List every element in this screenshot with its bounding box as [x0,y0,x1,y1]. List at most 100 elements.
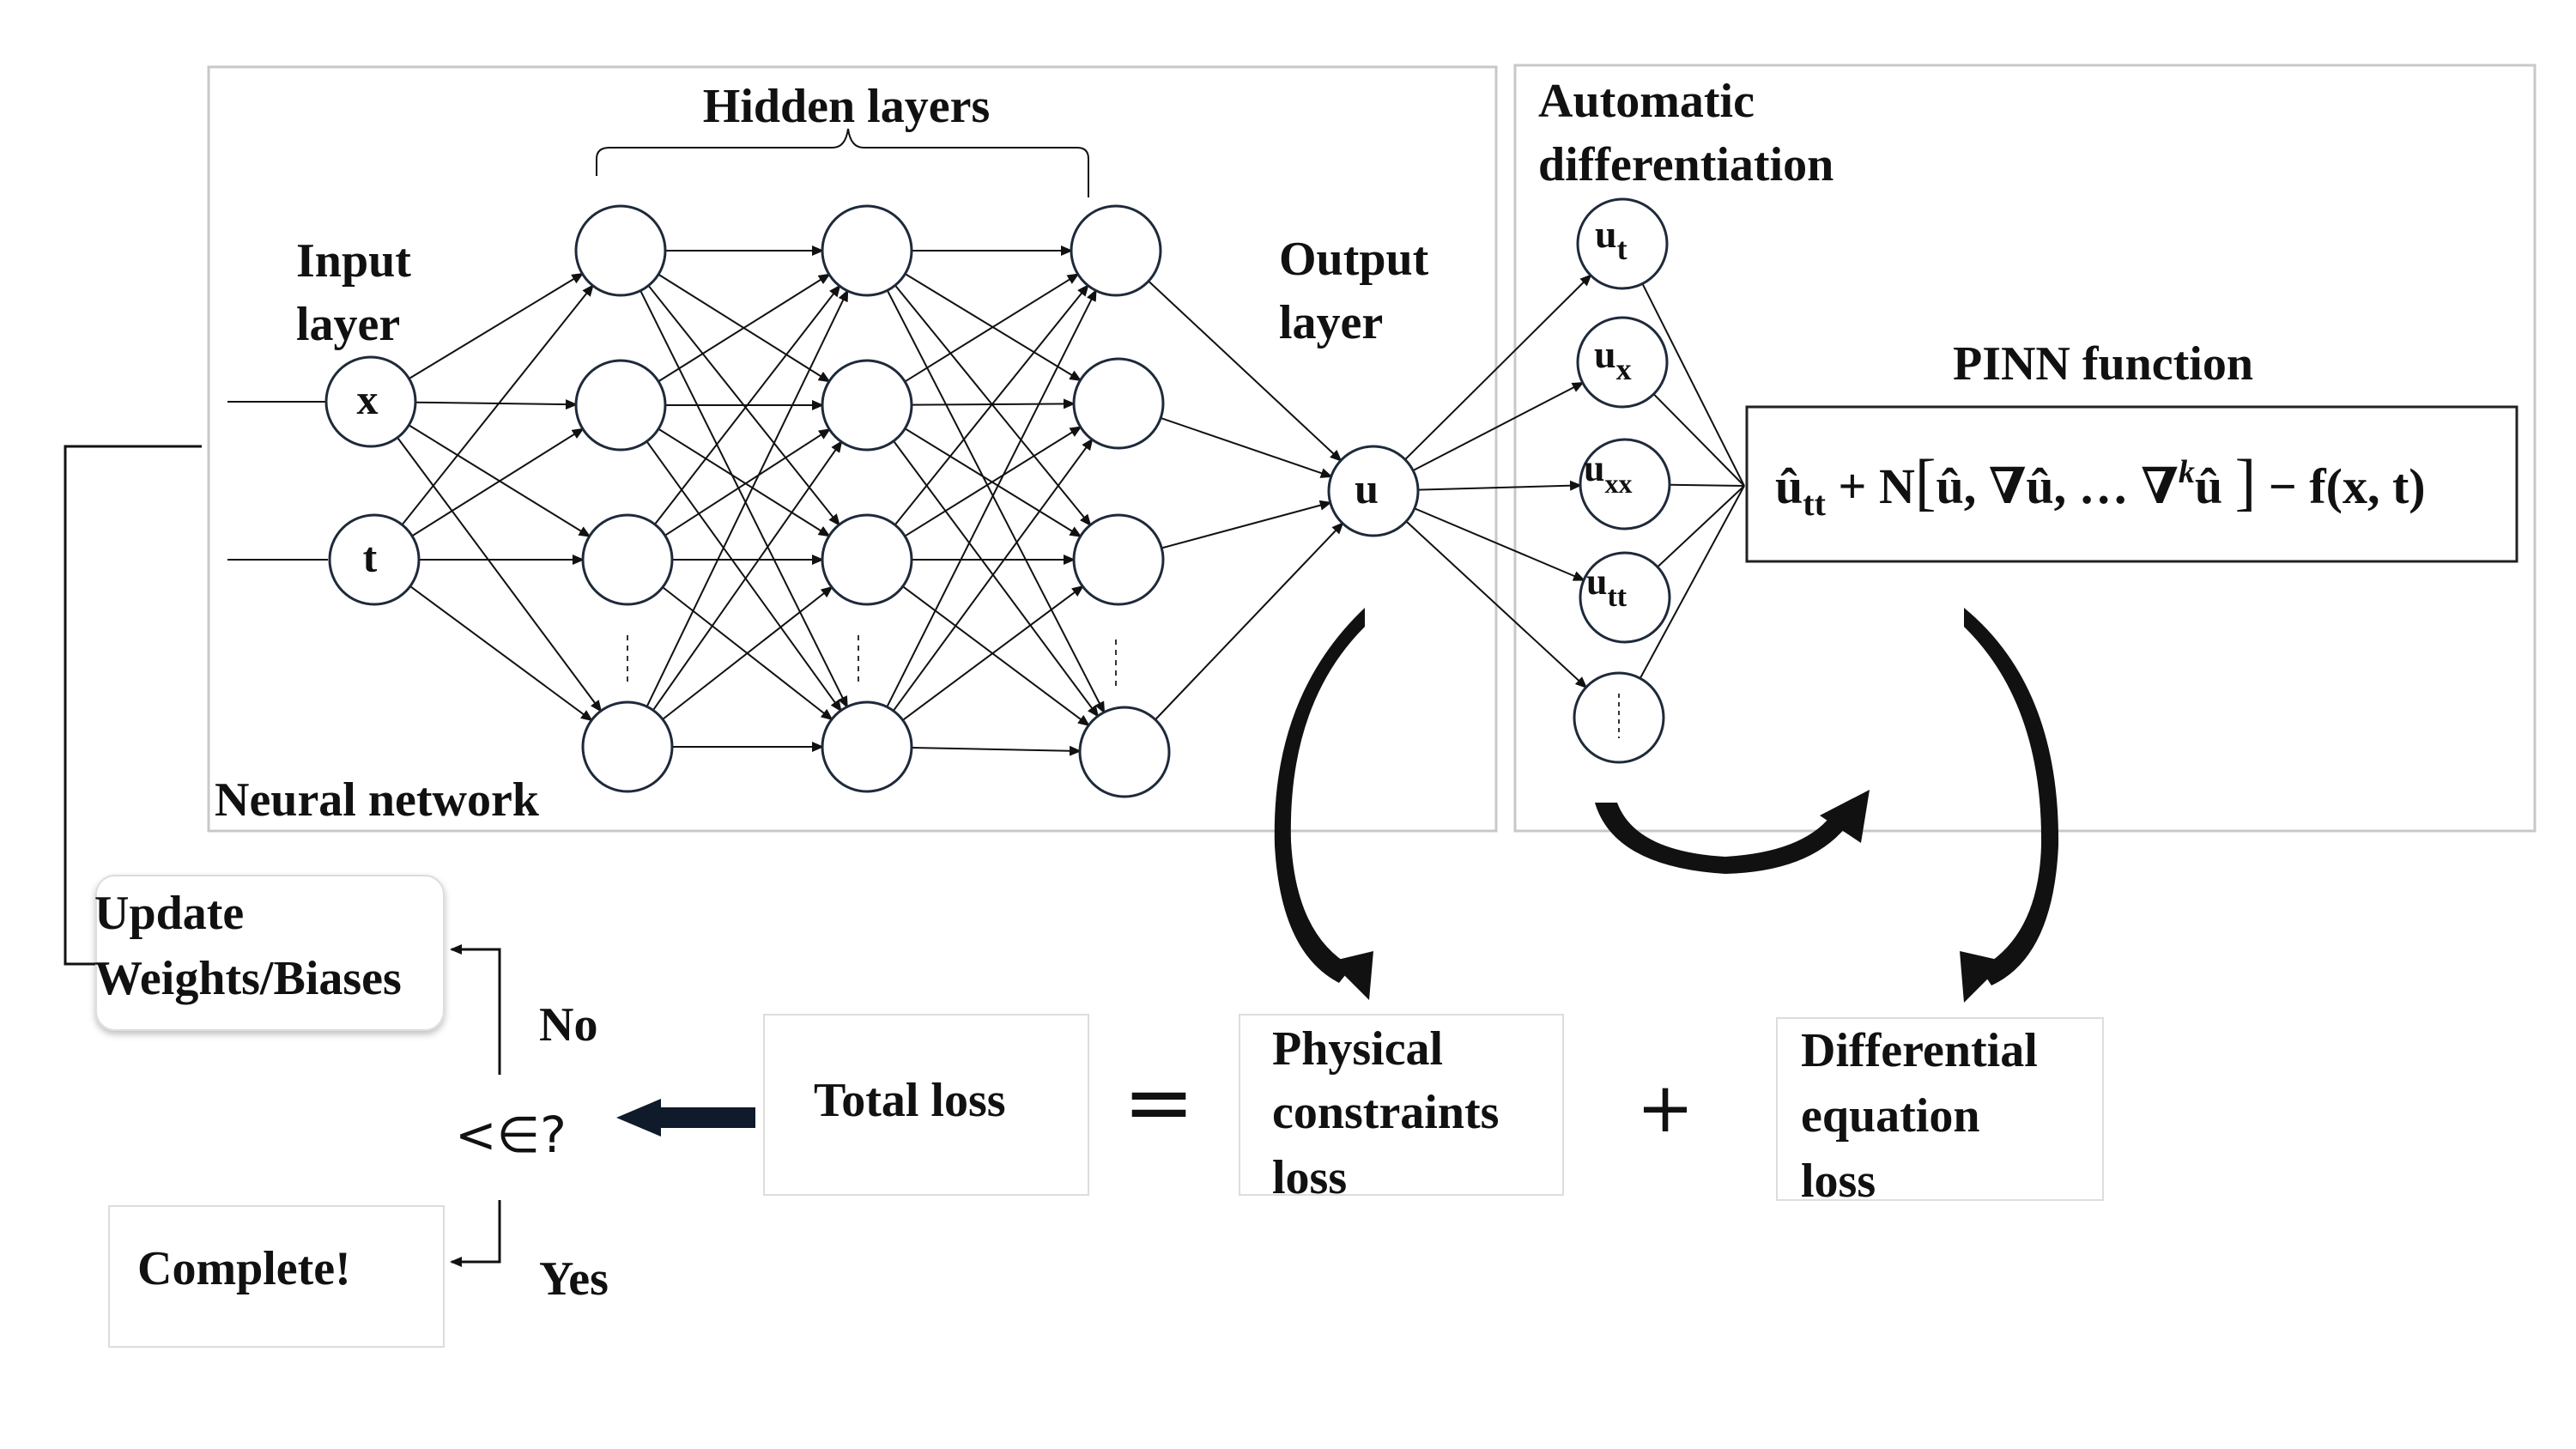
hidden-layers-label: Hidden layers [703,80,990,133]
condition-label: <∈? [455,1106,567,1164]
hidden-layers-brace [596,128,1089,197]
edge-derivative-2-to-pinn [1669,483,1745,487]
deriv-label-uxx: uxx [1584,447,1632,499]
pinn-function-label: PINN function [1953,337,2253,391]
total-loss-arrow [616,1099,755,1137]
pinn-function-box [1745,405,2518,563]
edge-hidden2-1-to-hidden3-0 [904,273,1080,383]
hidden2-node-0 [821,204,913,297]
edge-hidden2-2-to-hidden3-0 [894,283,1089,526]
edge-hidden1-3-to-hidden2-1 [652,440,843,711]
input-x-label: x [357,375,379,423]
edge-input-1-to-hidden1-0 [401,284,594,525]
derivative-node-4 [1573,671,1665,764]
physical-loss-label-1: Physical [1272,1022,1443,1076]
hidden3-node-2 [1072,513,1165,606]
edge-input-0-to-hidden1-3 [397,437,603,712]
physical-loss-box [1239,1014,1564,1196]
update-label-1: Update [94,887,244,940]
no-branch-line [450,944,501,1075]
neural-network-label: Neural network [215,773,540,827]
derivative-node-2 [1579,438,1671,530]
complete-label: Complete! [137,1242,351,1295]
input-t-label: t [363,533,378,581]
no-label: No [539,998,597,1052]
input-node-1 [328,513,421,606]
svg-text:ux: ux [1594,332,1632,386]
edge-hidden3-1-to-output-0 [1160,416,1333,478]
edge-hidden1-0-to-hidden2-3 [639,290,848,709]
hidden2-node-3 [821,700,913,793]
de-loss-label-1: Differential [1801,1024,2038,1077]
pinn-expression: ûtt + N[û, ∇û, … ∇kû ] − f(x, t) [1775,447,2426,523]
edge-hidden3-2-to-output-0 [1161,500,1332,549]
network-edges [397,246,1745,756]
deriv-label-utt: utt [1586,561,1627,613]
edge-hidden3-3-to-output-0 [1155,522,1344,721]
edge-hidden2-0-to-hidden3-3 [886,289,1106,714]
edge-hidden2-1-to-hidden3-3 [893,440,1100,718]
edge-input-1-to-hidden1-1 [411,427,585,537]
de-loss-label-2: equation [1801,1089,1980,1143]
curved-arrow-to-physical-loss [1274,608,1373,1000]
hidden1-node-0 [574,204,667,297]
edge-input-0-to-hidden1-0 [408,272,585,379]
edge-hidden1-2-to-hidden2-0 [654,284,841,525]
physical-loss-label-3: loss [1272,1151,1347,1204]
edge-hidden2-3-to-hidden3-1 [892,438,1094,712]
edge-input-0-to-hidden1-1 [415,399,579,410]
derivative-node-3 [1579,551,1671,644]
input-layer-label-1: Input [296,234,411,288]
derivative-node-1 [1576,316,1669,409]
edge-hidden1-1-to-hidden2-0 [658,273,831,383]
output-u-label: u [1355,464,1379,512]
edge-output-to-derivative-2 [1417,480,1583,491]
hidden1-node-3 [581,700,674,793]
hidden3-node-3 [1078,706,1171,798]
deriv-label-ut: ut [1595,212,1627,266]
edge-derivative-0-to-pinn [1641,282,1745,487]
edge-output-to-derivative-3 [1414,507,1585,581]
hidden1-node-1 [574,359,667,452]
hidden3-node-1 [1072,357,1165,450]
edge-derivative-3-to-pinn [1657,485,1745,568]
edge-hidden2-3-to-hidden3-2 [902,585,1084,721]
input-layer-label-2: layer [296,298,400,351]
yes-label: Yes [539,1252,609,1306]
edge-hidden2-3-to-hidden3-0 [886,288,1097,707]
svg-text:uxx: uxx [1584,447,1632,499]
de-loss-box [1776,1017,2104,1201]
derivative-node-0 [1576,197,1669,290]
network-nodes [324,197,1671,798]
update-box [95,875,445,1031]
output-node-0 [1327,445,1420,537]
plus-sign: + [1636,1068,1694,1148]
curved-arrow-deriv-to-pinn [1595,790,1870,874]
edge-output-to-derivative-0 [1404,274,1592,461]
edge-derivative-1-to-pinn [1652,393,1745,487]
input-node-0 [324,355,417,448]
edge-hidden2-2-to-hidden3-1 [904,426,1082,537]
auto-diff-label-2: differentiation [1538,138,1834,191]
edge-hidden1-1-to-hidden2-3 [646,440,842,712]
total-loss-label: Total loss [814,1074,1006,1127]
equals-sign: = [1123,1052,1195,1152]
hidden1-node-2 [581,513,674,606]
edge-output-to-derivative-1 [1412,381,1585,471]
edge-hidden2-2-to-hidden3-3 [902,585,1090,727]
edge-derivative-4-to-pinn [1639,485,1745,679]
edge-hidden1-3-to-hidden2-2 [662,585,833,720]
update-label-2: Weights/Biases [94,952,402,1005]
hidden2-node-2 [821,513,913,606]
total-loss-box [763,1014,1089,1196]
edge-hidden1-2-to-hidden2-1 [664,428,831,537]
edge-hidden3-0-to-output-0 [1148,280,1343,462]
complete-box [108,1205,445,1348]
edge-hidden2-3-to-hidden3-3 [911,745,1082,756]
curved-arrow-to-de-loss [1960,608,2059,1003]
edge-input-1-to-hidden1-3 [409,585,593,722]
svg-text:utt: utt [1586,561,1627,613]
edge-hidden1-1-to-hidden2-2 [658,427,831,537]
edge-hidden1-3-to-hidden2-0 [646,289,849,707]
yes-branch-line [450,1200,501,1267]
